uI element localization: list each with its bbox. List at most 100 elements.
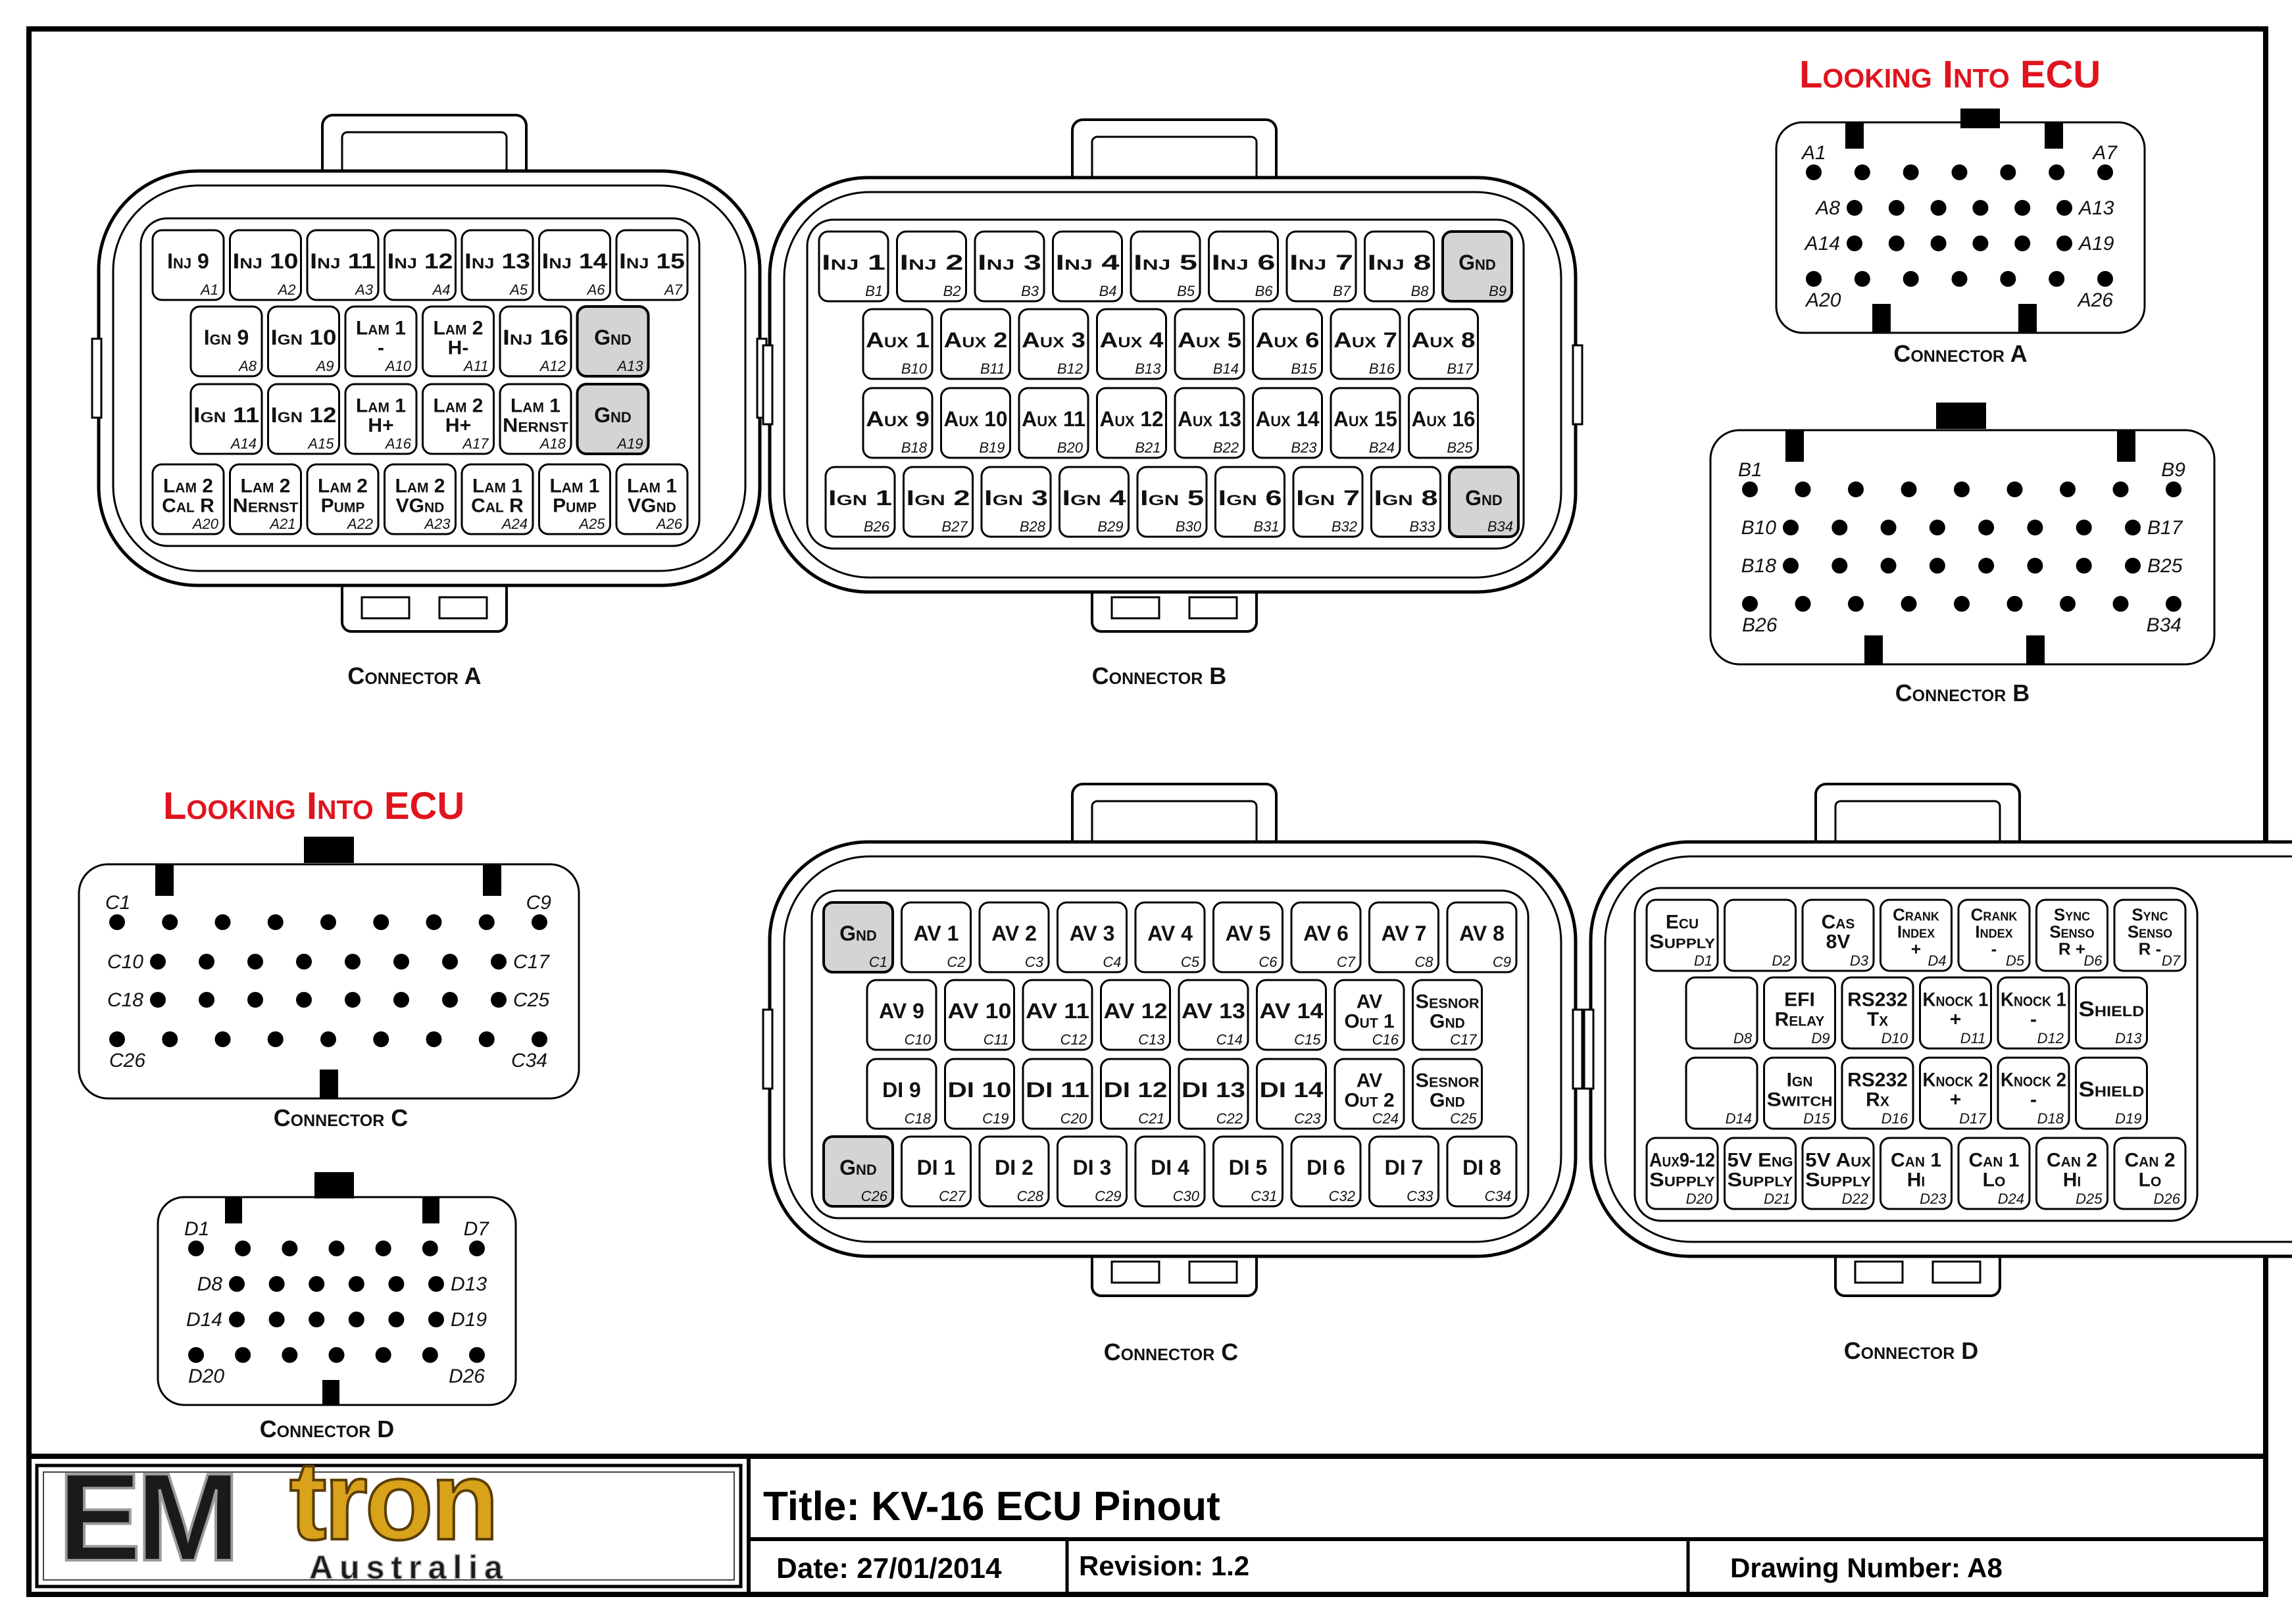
- pin-number-label: C20: [1060, 1110, 1087, 1127]
- pin-number-label: A4: [432, 282, 451, 298]
- pin-box: [978, 901, 1050, 973]
- face-pin-dot: [1972, 235, 1989, 251]
- face-pin-dot: [469, 1347, 485, 1363]
- keying-feature: [320, 1070, 338, 1098]
- pin-function-label: Aux 4: [1100, 328, 1164, 352]
- pin-box: [1333, 1058, 1405, 1130]
- pin-box: [499, 383, 572, 455]
- face-pin-dot: [2097, 164, 2113, 180]
- pin-box: [576, 383, 650, 455]
- pin-function-label: Aux 3: [1022, 328, 1085, 352]
- housing-side-nub: [1572, 1008, 1583, 1090]
- pin-number-label: C14: [1216, 1031, 1243, 1048]
- pin-function-label: Ign 12: [271, 403, 337, 427]
- face-pin-dot: [2000, 164, 2016, 180]
- pin-function-label: Gnd: [1430, 1011, 1465, 1033]
- pin-box: [384, 463, 457, 535]
- pin-number-label: B11: [980, 360, 1005, 377]
- caption-connector-a-rear: Connector A: [347, 662, 481, 689]
- pin-number-label: C31: [1251, 1188, 1277, 1204]
- pin-box: [824, 466, 896, 538]
- tab-slot: [438, 596, 488, 620]
- pin-number-label: B1: [865, 283, 883, 299]
- face-pin-dot: [320, 914, 336, 930]
- face-pin-dot: [282, 1347, 298, 1363]
- caption-connector-b-rear: Connector B: [1092, 662, 1227, 689]
- pin-number-label: C15: [1294, 1031, 1321, 1048]
- housing-inner-edge: [112, 184, 747, 572]
- pin-box: [151, 463, 225, 535]
- pin-function-label: Inj 8: [1368, 251, 1432, 274]
- pin-number-label: A22: [346, 516, 373, 532]
- face-pin-dot: [199, 954, 214, 970]
- pin-box: [1957, 1137, 2031, 1210]
- pin-number-label: D21: [1764, 1191, 1790, 1207]
- pin-number-label: A20: [191, 516, 219, 532]
- face-label-row3-start: C18: [107, 989, 143, 1011]
- pin-number-label: A19: [616, 435, 643, 452]
- pin-function-label: DI 9: [882, 1078, 921, 1102]
- face-pin-dot: [2166, 481, 2181, 497]
- pin-box: [1285, 230, 1357, 303]
- pin-box: [1178, 979, 1249, 1051]
- pin-number-label: D13: [2115, 1030, 2142, 1046]
- pin-box: [896, 230, 967, 303]
- face-label-row3-start: B18: [1741, 555, 1777, 577]
- pin-function-label: Inj 6: [1212, 251, 1276, 274]
- pin-box: [1446, 901, 1518, 973]
- pin-function-label: Lam 1: [472, 476, 522, 497]
- face-pin-dot: [1903, 164, 1919, 180]
- pin-function-label: Inj 12: [387, 249, 453, 273]
- face-pin-dot: [2006, 596, 2023, 612]
- pin-function-label: Rx: [1866, 1089, 1889, 1111]
- pin-function-label: Lam 1: [356, 395, 406, 417]
- face-pin-dot: [282, 1241, 298, 1256]
- looking-into-ecu-heading-right: Looking Into ECU: [1799, 53, 2101, 96]
- title-block: EM tron Australia: [35, 1437, 2266, 1594]
- face-pin-dot: [109, 1031, 125, 1047]
- keying-feature: [225, 1197, 242, 1223]
- pin-box: [306, 229, 380, 301]
- pin-function-label: R +: [2058, 939, 2085, 958]
- pin-number-label: C11: [984, 1031, 1009, 1048]
- pin-number-label: A15: [307, 435, 334, 452]
- pin-number-label: B4: [1099, 283, 1117, 299]
- pin-box: [1096, 308, 1167, 380]
- pin-box: [1100, 1058, 1171, 1130]
- pin-number-label: B13: [1135, 360, 1161, 377]
- face-pin-dot: [1901, 596, 1917, 612]
- pin-cell-a17: Lam 2H+A17: [422, 383, 495, 455]
- pin-number-label: C12: [1060, 1031, 1087, 1048]
- face-label-row4-end: D26: [449, 1366, 485, 1387]
- pin-box: [499, 305, 572, 378]
- tab-slot: [1854, 1260, 1904, 1284]
- face-pin-dot: [1978, 520, 1995, 535]
- pin-box: [1212, 901, 1283, 973]
- pin-box: [576, 305, 650, 378]
- face-pin-dot: [214, 914, 231, 930]
- pin-box: [2035, 1137, 2108, 1210]
- pin-function-label: AV 3: [1070, 922, 1115, 945]
- pin-box: [1134, 901, 1206, 973]
- face-label-row2-end: B17: [2147, 517, 2183, 539]
- pin-number-label: C26: [861, 1188, 888, 1204]
- face-pin-dot: [1854, 271, 1870, 287]
- pin-function-label: Inj 10: [233, 249, 299, 273]
- pin-number-label: A12: [539, 358, 566, 374]
- pin-number-label: C1: [869, 954, 887, 970]
